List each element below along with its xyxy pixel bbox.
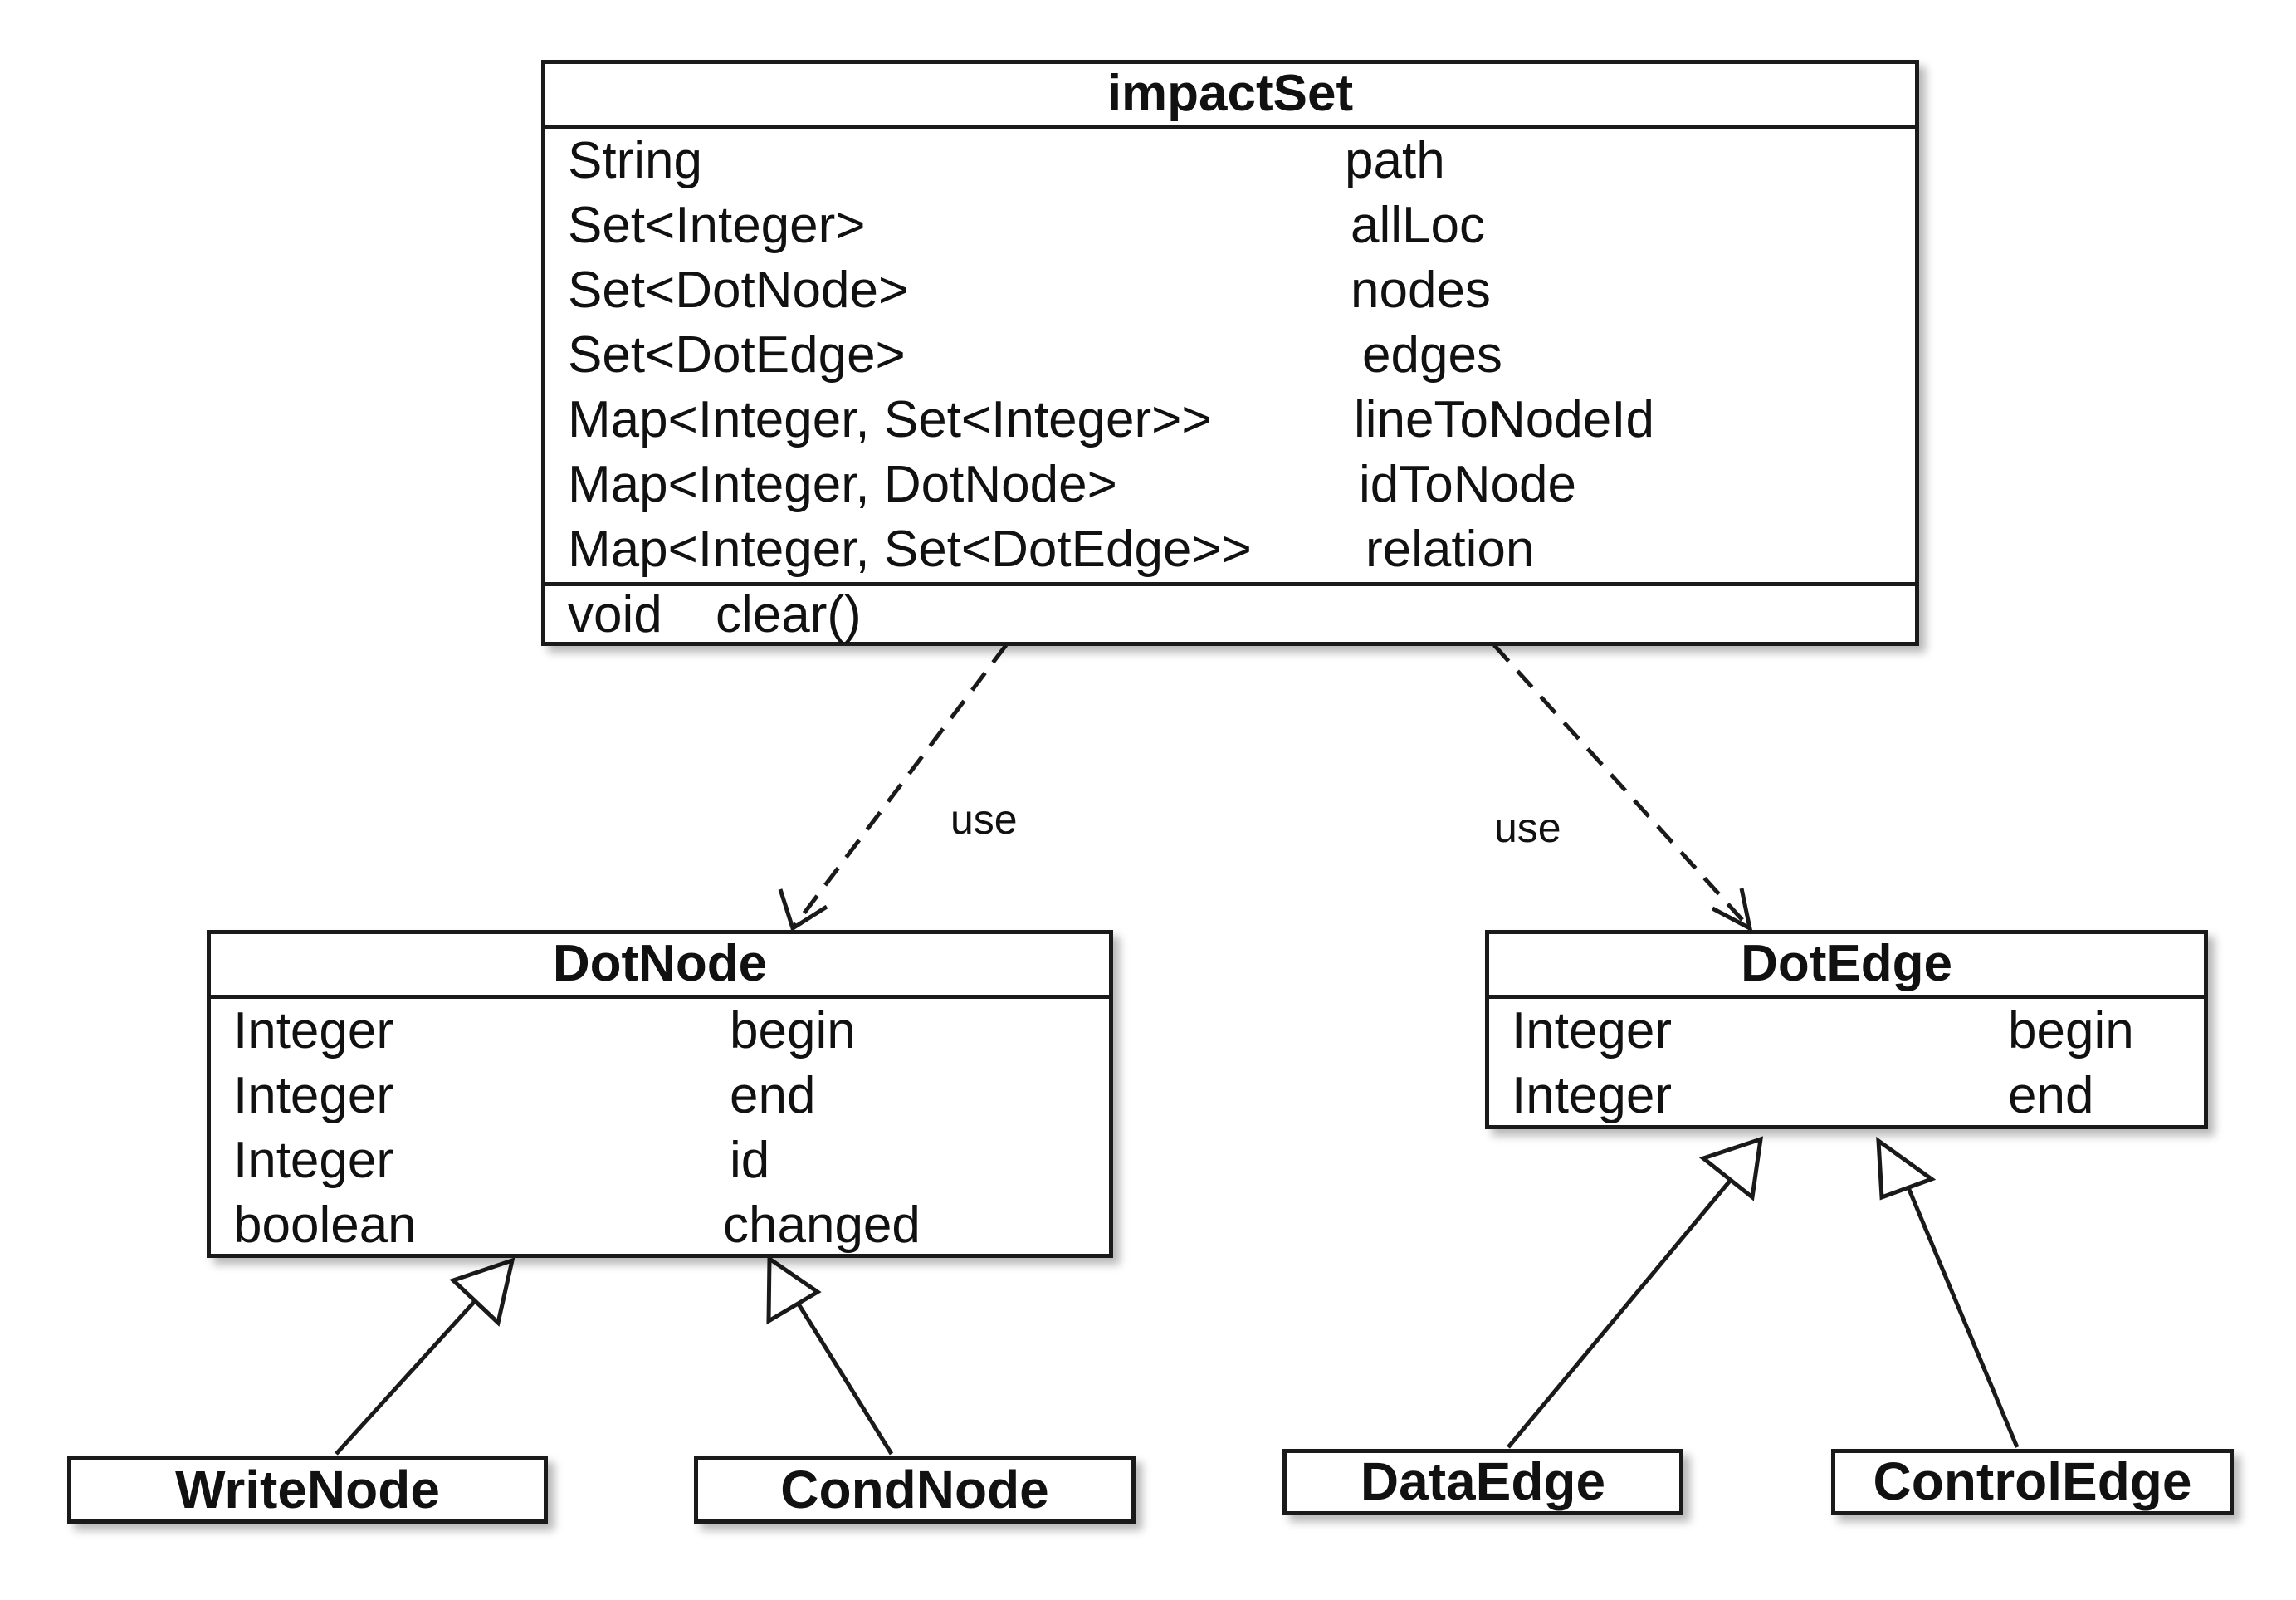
class-dotnode-title: DotNode [211, 934, 1109, 999]
field-name: nodes [1351, 262, 1491, 319]
field-type: Set<Integer> [568, 197, 866, 254]
field-row: boolean changed [211, 1193, 1109, 1258]
field-name: lineToNodeId [1354, 391, 1654, 448]
field-type: Integer [233, 1067, 394, 1124]
class-impactset-title: impactSet [545, 64, 1915, 129]
class-condnode: CondNode [694, 1456, 1136, 1524]
field-type: Integer [233, 1132, 394, 1189]
field-name: path [1345, 132, 1445, 189]
field-type: Set<DotEdge> [568, 326, 906, 384]
method-name: clear() [716, 586, 862, 643]
field-row: Map<Integer, Set<DotEdge>> relation [545, 517, 1915, 582]
field-type: Integer [233, 1002, 394, 1059]
field-row: Map<Integer, Set<Integer>> lineToNodeId [545, 388, 1915, 453]
class-dotedge-title: DotEdge [1489, 934, 2204, 999]
field-name: edges [1362, 326, 1502, 384]
field-row: Set<Integer> allLoc [545, 193, 1915, 258]
method-row: void clear() [545, 583, 1915, 648]
inherit-line-writenode [335, 1299, 477, 1456]
class-impactset: impactSet String path Set<Integer> allLo… [541, 60, 1919, 646]
field-name: begin [730, 1002, 856, 1059]
field-type: Map<Integer, DotNode> [568, 456, 1117, 513]
field-type: Map<Integer, Set<DotEdge>> [568, 521, 1252, 578]
field-row: Set<DotEdge> edges [545, 323, 1915, 388]
inherit-line-condnode [789, 1290, 894, 1456]
field-row: Integer end [211, 1064, 1109, 1128]
use-dependency-line-dotnode [791, 643, 1008, 930]
use-label-right: use [1494, 805, 1561, 851]
field-row: Integer end [1489, 1064, 2204, 1128]
field-name: idToNode [1359, 456, 1576, 513]
field-name: allLoc [1351, 197, 1485, 254]
inherit-triangle-controledge [1876, 1136, 1937, 1201]
field-row: String path [545, 129, 1915, 193]
field-type: boolean [233, 1196, 417, 1254]
inherit-triangle-writenode [449, 1257, 515, 1327]
field-type: String [568, 132, 702, 189]
field-name: end [2008, 1067, 2094, 1124]
field-name: id [730, 1132, 770, 1189]
field-row: Set<DotNode> nodes [545, 258, 1915, 323]
field-row: Integer begin [1489, 999, 2204, 1064]
field-type: Set<DotNode> [568, 262, 909, 319]
field-name: begin [2008, 1002, 2134, 1059]
use-arrowhead-dotnode [778, 888, 828, 932]
class-impactset-methods: void clear() [545, 582, 1915, 646]
field-row: Map<Integer, DotNode> idToNode [545, 453, 1915, 517]
field-type: Integer [1512, 1002, 1673, 1059]
method-return-type: void [568, 586, 662, 643]
class-controledge: ControlEdge [1831, 1449, 2234, 1515]
field-type: Map<Integer, Set<Integer>> [568, 391, 1212, 448]
class-dotnode: DotNode Integer begin Integer end Intege… [207, 930, 1113, 1258]
field-name: changed [723, 1196, 921, 1254]
inherit-line-dataedge [1507, 1178, 1732, 1449]
class-writenode: WriteNode [67, 1456, 548, 1524]
field-name: end [730, 1067, 816, 1124]
field-name: relation [1365, 521, 1535, 578]
class-dataedge: DataEdge [1282, 1449, 1683, 1515]
use-arrowhead-dotedge [1711, 888, 1753, 932]
field-row: Integer id [211, 1128, 1109, 1193]
use-dependency-line-dotedge [1492, 643, 1751, 930]
class-dotedge: DotEdge Integer begin Integer end [1485, 930, 2208, 1129]
field-type: Integer [1512, 1067, 1673, 1124]
inherit-triangle-dataedge [1698, 1136, 1764, 1201]
inherit-line-controledge [1905, 1185, 2020, 1448]
field-row: Integer begin [211, 999, 1109, 1064]
inherit-triangle-condnode [766, 1255, 822, 1325]
use-label-left: use [950, 796, 1018, 843]
